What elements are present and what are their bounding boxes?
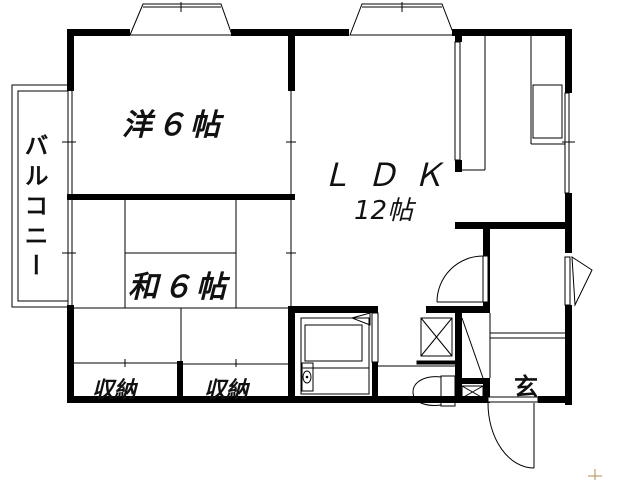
room-label-ldk-size: 12帖 — [354, 196, 414, 226]
balcony-sliding-door — [62, 91, 76, 305]
toilet-fixture — [412, 317, 484, 407]
entrance-step — [490, 332, 565, 339]
room-label-entrance: 玄 — [514, 373, 538, 401]
window-western-room — [129, 2, 233, 36]
interior-lines — [74, 91, 296, 367]
room-label-closet-2: 収納 — [204, 378, 249, 403]
room-label-western: 洋６帖 — [122, 108, 224, 143]
window-ldk — [349, 2, 455, 36]
room-label-balcony: バルコニー — [20, 133, 48, 283]
exterior-walls — [67, 29, 572, 405]
front-door — [487, 396, 539, 469]
shoe-cabinet — [461, 313, 491, 399]
unit-bath — [300, 312, 379, 395]
corner-marker — [588, 469, 602, 480]
room-label-ldk: ＬＤＫ — [320, 156, 459, 194]
door-hall — [436, 255, 489, 303]
room-label-japanese: 和６帖 — [128, 270, 230, 305]
window-entrance — [564, 256, 593, 307]
kitchen-counter — [454, 36, 575, 194]
room-label-closet-1: 収納 — [92, 378, 137, 403]
washer-space — [378, 317, 456, 367]
